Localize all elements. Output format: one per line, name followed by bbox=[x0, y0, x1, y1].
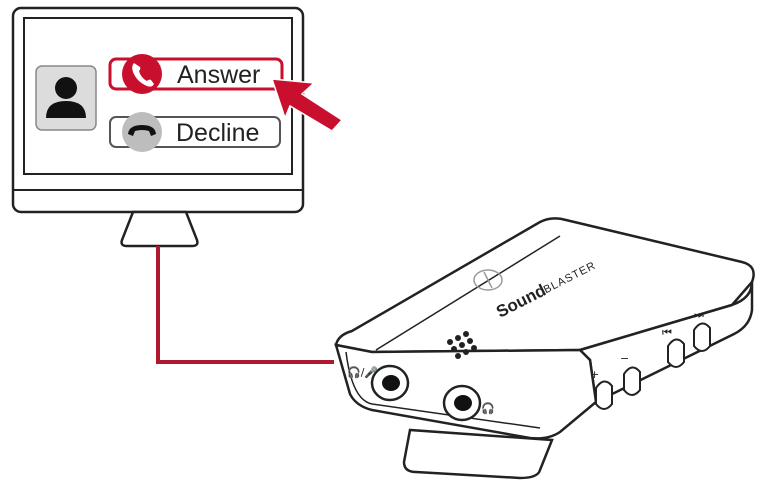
headphone-jack[interactable] bbox=[442, 384, 482, 422]
phone-answer-icon bbox=[122, 54, 162, 94]
headset-jack-symbol: 🎧/🎤 bbox=[347, 365, 378, 379]
avatar bbox=[35, 65, 97, 131]
phone-decline-icon bbox=[122, 112, 162, 152]
volume-down-button[interactable] bbox=[623, 366, 641, 396]
answer-label: Answer bbox=[177, 61, 260, 89]
creative-logo-icon bbox=[473, 269, 503, 291]
device-edge-highlight bbox=[375, 235, 561, 351]
volume-up-symbol: + bbox=[590, 368, 599, 381]
previous-track-symbol: ⏮ bbox=[662, 326, 672, 339]
headphone-jack-symbol: 🎧 bbox=[481, 402, 495, 415]
device-top bbox=[334, 217, 755, 354]
decline-button[interactable]: Decline bbox=[109, 112, 281, 152]
next-track-button[interactable] bbox=[693, 322, 711, 352]
device-front-bevel bbox=[345, 351, 541, 429]
usb-cable bbox=[156, 246, 334, 364]
volume-down-symbol: − bbox=[620, 352, 629, 365]
volume-up-button[interactable] bbox=[595, 380, 613, 410]
decline-label: Decline bbox=[176, 119, 259, 147]
device-foot bbox=[402, 428, 554, 480]
device-right-side bbox=[577, 281, 754, 404]
next-track-symbol: ⏭ bbox=[694, 308, 704, 321]
monitor-stand bbox=[120, 210, 199, 248]
person-icon bbox=[46, 77, 86, 118]
previous-track-button[interactable] bbox=[667, 338, 685, 368]
pointer-arrow bbox=[270, 78, 344, 132]
microphone-grille bbox=[447, 331, 477, 359]
monitor: Answer Decline bbox=[11, 6, 344, 248]
sound-blaster-device: Sound BLASTER 🎧/🎤 🎧 + − bbox=[334, 217, 755, 480]
headset-jack[interactable] bbox=[370, 364, 410, 402]
answer-button[interactable]: Answer bbox=[108, 54, 284, 94]
